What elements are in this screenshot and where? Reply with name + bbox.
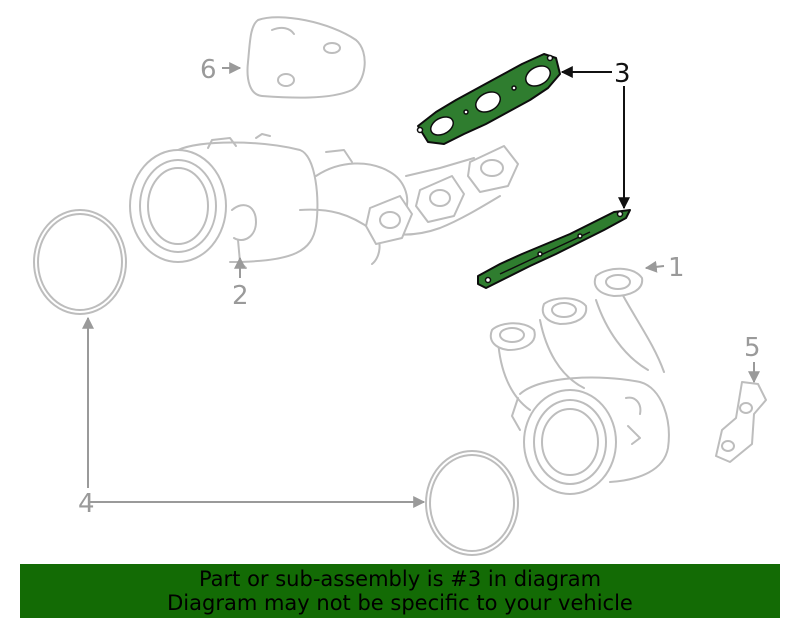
manifold-gasket-part-3-lower bbox=[477, 209, 631, 289]
callout-5: 5 bbox=[744, 333, 761, 363]
exhaust-manifold-part-2 bbox=[129, 133, 519, 269]
bracket-part-5 bbox=[715, 381, 767, 463]
ring-gasket-part-4-lower bbox=[425, 450, 519, 556]
manifold-gasket-part-3-upper bbox=[416, 53, 561, 145]
banner-line-disclaimer: Diagram may not be specific to your vehi… bbox=[167, 591, 633, 615]
callout-4: 4 bbox=[78, 489, 95, 519]
callout-3: 3 bbox=[614, 59, 631, 89]
banner-line-part-info: Part or sub-assembly is #3 in diagram bbox=[198, 567, 602, 591]
callout-2: 2 bbox=[232, 281, 249, 311]
exhaust-manifold-part-1 bbox=[489, 267, 670, 495]
leader-lines bbox=[82, 62, 760, 508]
ring-gasket-part-4-upper bbox=[33, 209, 127, 315]
info-banner: Part or sub-assembly is #3 in diagram Di… bbox=[20, 564, 780, 618]
heat-shield-part-6 bbox=[246, 16, 366, 99]
callout-6: 6 bbox=[200, 55, 217, 85]
callout-1: 1 bbox=[668, 253, 685, 283]
